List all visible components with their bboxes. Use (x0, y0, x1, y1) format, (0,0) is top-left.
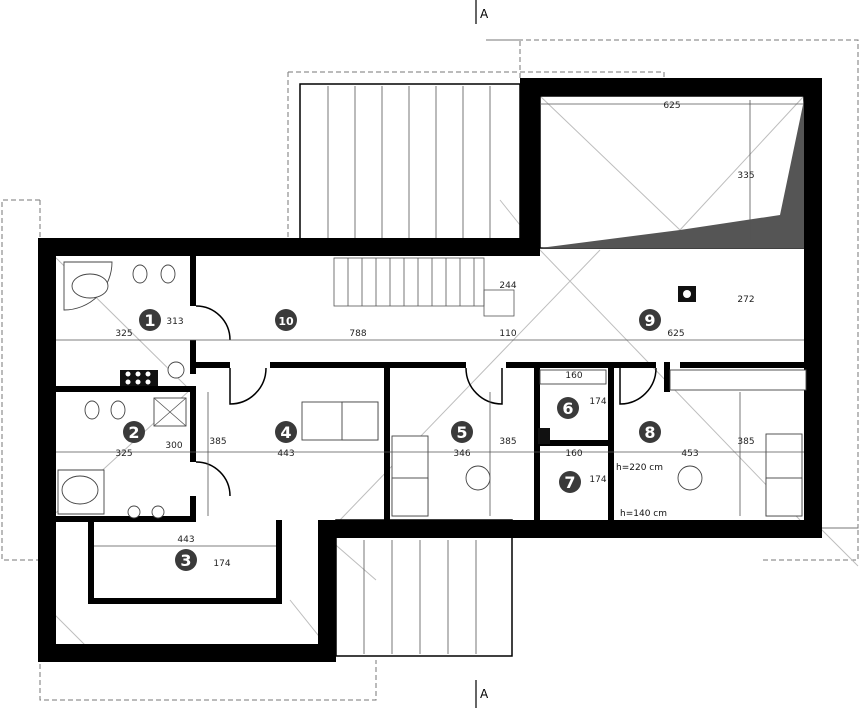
height-note-140: h=140 cm (620, 509, 667, 519)
room-9-label: 9 (639, 309, 661, 331)
bottom-terrace (335, 519, 513, 657)
room-8-label: 8 (639, 421, 661, 443)
room-labels: 1 2 3 4 5 6 7 8 (123, 309, 661, 571)
upper-roof-window (539, 95, 805, 249)
svg-text:2: 2 (128, 423, 139, 442)
bathroom-fixtures (57, 261, 696, 519)
room-9-width: 625 (667, 329, 684, 339)
bedroom-furniture (301, 369, 807, 517)
svg-text:9: 9 (644, 311, 655, 330)
top-height-dim: 335 (737, 171, 754, 181)
stair-dim: 244 (499, 281, 516, 291)
door-swings (195, 305, 657, 497)
height-note-220: h=220 cm (616, 463, 663, 473)
svg-text:8: 8 (644, 423, 655, 442)
room-8-depth: 385 (737, 437, 754, 447)
room-10-width: 788 (349, 329, 366, 339)
room-1-width: 325 (115, 329, 132, 339)
dimension-texts: 325 313 325 300 443 174 443 385 346 385 … (115, 101, 754, 569)
section-markers: A A (475, 0, 489, 708)
room-6-width: 160 (565, 371, 582, 381)
room-1-label: 1 (139, 309, 161, 331)
room-2-depth: 300 (165, 441, 182, 451)
room-4-width: 443 (277, 449, 294, 459)
room-8-width: 453 (681, 449, 698, 459)
room-7-width: 160 (565, 449, 582, 459)
section-marker-top: A (480, 7, 489, 21)
svg-text:1: 1 (144, 311, 155, 330)
room-5-depth: 385 (499, 437, 516, 447)
room-7-depth: 174 (589, 475, 606, 485)
svg-text:3: 3 (180, 551, 191, 570)
room-6-depth: 174 (589, 397, 606, 407)
svg-text:7: 7 (564, 473, 575, 492)
dimension-lines (56, 339, 804, 547)
room-3-depth: 174 (213, 559, 230, 569)
room-3-label: 3 (175, 549, 197, 571)
section-marker-bottom: A (480, 687, 489, 701)
room-5-width: 346 (453, 449, 470, 459)
svg-text:6: 6 (562, 399, 573, 418)
room-5-label: 5 (451, 421, 473, 443)
room-3-width: 443 (177, 535, 194, 545)
room-4-depth: 385 (209, 437, 226, 447)
svg-text:4: 4 (280, 423, 291, 442)
room-10-depth: 110 (499, 329, 516, 339)
room-4-label: 4 (275, 421, 297, 443)
room-1-depth: 313 (166, 317, 183, 327)
room-9-depth: 272 (737, 295, 754, 305)
top-width-dim: 625 (663, 101, 680, 111)
svg-text:10: 10 (278, 315, 294, 328)
room-2-label: 2 (123, 421, 145, 443)
height-notes: h=220 cm h=140 cm (616, 463, 667, 519)
svg-text:5: 5 (456, 423, 467, 442)
room-2-width: 325 (115, 449, 132, 459)
room-10-label: 10 (275, 309, 297, 331)
walls (38, 78, 822, 662)
room-6-label: 6 (557, 397, 579, 419)
room-7-label: 7 (559, 471, 581, 493)
staircase (333, 257, 515, 317)
top-terrace (299, 83, 521, 241)
